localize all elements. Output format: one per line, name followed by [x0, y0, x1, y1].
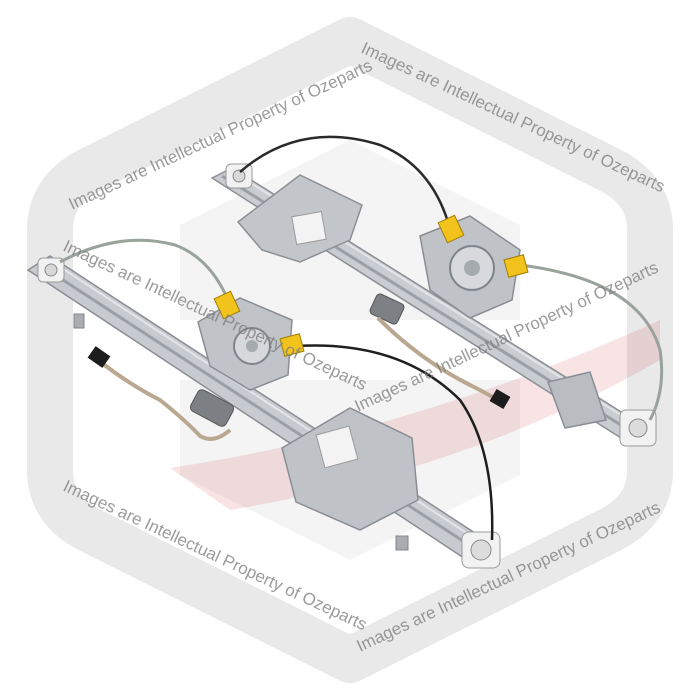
- regulator-right-clip-2: [503, 254, 529, 278]
- regulator-left-upper-pulley: [37, 257, 65, 283]
- regulator-right-motor: [369, 293, 405, 325]
- regulator-left-cable-upper: [59, 238, 230, 301]
- regulator-right-lower-bracket: [547, 371, 607, 429]
- regulator-left-connector: [87, 346, 111, 368]
- regulator-right-cable-lower: [519, 263, 664, 421]
- regulator-left: [26, 238, 501, 569]
- regulator-left-harness: [96, 358, 232, 441]
- regulator-right-cable-upper: [239, 135, 450, 223]
- regulator-right: [210, 135, 664, 447]
- regulator-left-clip-2: [279, 333, 305, 357]
- regulator-left-glass-bracket: [281, 407, 419, 531]
- watermark-band-outer: [27, 17, 673, 683]
- regulator-left-lower-pulley: [461, 531, 501, 569]
- regulator-right-lower-pulley: [619, 409, 657, 447]
- regulator-left-cable-lower: [295, 344, 494, 541]
- regulator-left-clip-1: [213, 290, 241, 320]
- regulator-left-motor: [189, 389, 235, 427]
- regulator-right-clip-1: [437, 214, 465, 244]
- regulator-right-upper-pulley: [225, 163, 253, 189]
- regulator-right-connector: [489, 388, 511, 410]
